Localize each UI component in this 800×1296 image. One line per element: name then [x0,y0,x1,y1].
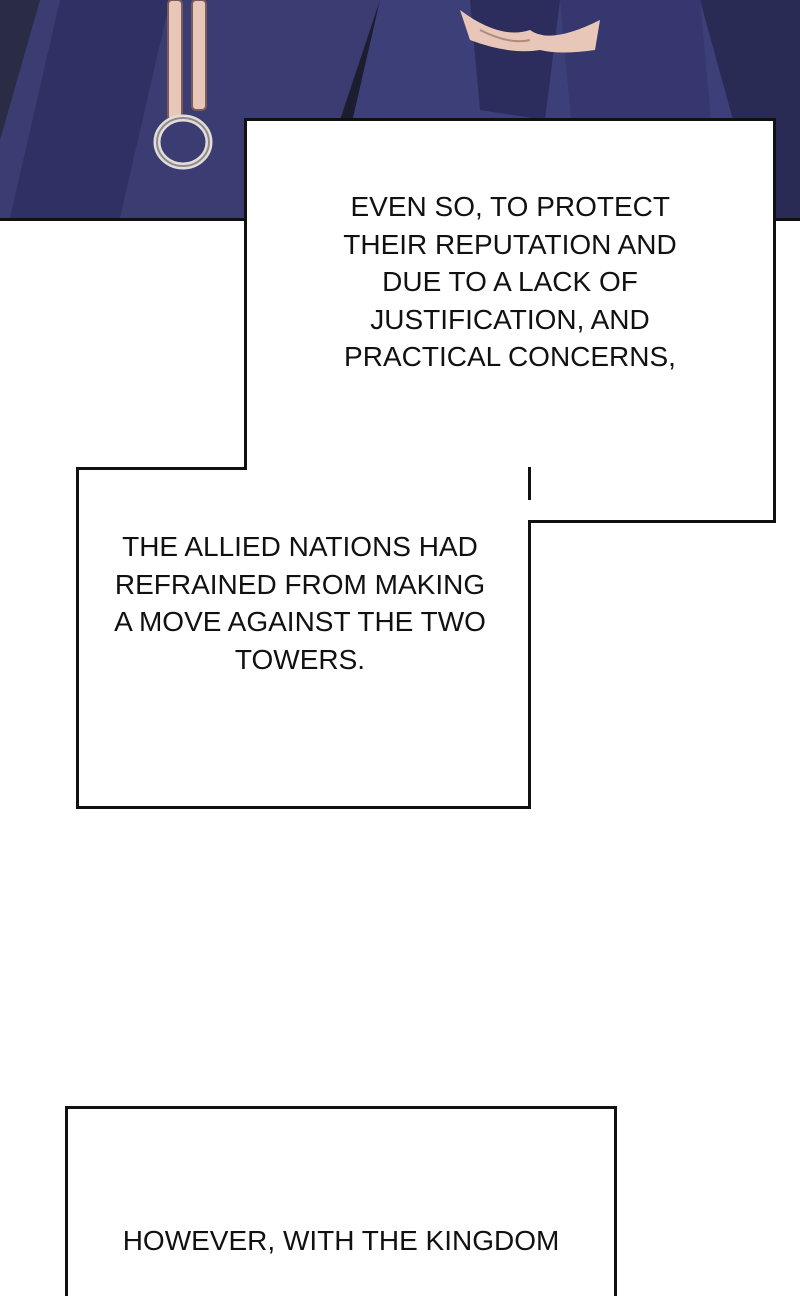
caption-seam-bottom [528,520,776,523]
caption-line: AND DUE TO A LACK [382,228,677,298]
caption-text-1: EVEN SO, TO PROTECT THEIR REPUTATION AND… [330,188,690,376]
caption-line: ALLIED NATIONS [184,531,411,562]
caption-line: EVEN SO, [350,191,483,222]
caption-line: AND PRACTICAL [344,303,650,373]
caption-text-3: HOWEVER, WITH THE KINGDOM [65,1222,617,1260]
caption-line: HOWEVER, [122,1225,276,1256]
caption-text-2: THE ALLIED NATIONS HAD REFRAINED FROM MA… [110,528,490,678]
caption-line: HAD REFRAINED FROM [114,531,478,600]
caption-line: TO PROTECT [490,191,670,222]
caption-line: MAKING A MOVE [114,568,486,638]
caption-box-3 [65,1106,617,1296]
caption-box-1 [244,118,776,523]
caption-edge-right-2 [528,520,531,809]
caption-line: TOWERS. [234,643,366,675]
caption-seam-cover-2 [247,500,773,520]
caption-line: OF JUSTIFICATION, [370,266,638,335]
caption-line: THEIR REPUTATION [343,228,612,260]
caption-line: CONCERNS, [507,341,676,372]
caption-corner [244,467,247,470]
caption-line: AGAINST THE TWO [227,606,486,637]
caption-seam-top [76,467,247,470]
caption-line: WITH THE KINGDOM [282,1225,560,1256]
caption-line: THE [122,531,179,562]
